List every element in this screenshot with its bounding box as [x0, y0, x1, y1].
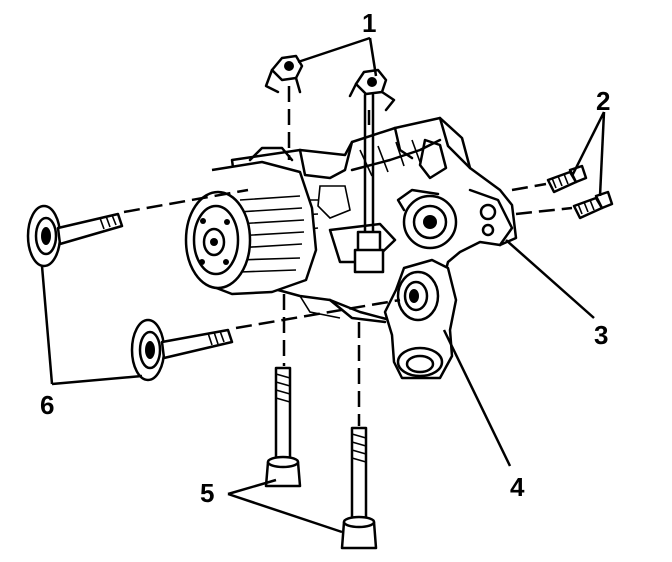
callout-6: 6	[40, 390, 54, 420]
through-bolt-6-upper	[26, 204, 124, 268]
bolt-2-lower	[572, 190, 614, 220]
through-bolt-6-lower	[130, 318, 234, 382]
bolt-2-upper	[546, 164, 588, 194]
leader-lines	[40, 36, 606, 534]
callout-1: 1	[362, 8, 376, 38]
clip-1-left	[264, 54, 304, 94]
vent-tube	[353, 93, 385, 274]
clip-1-right	[348, 68, 396, 112]
alignment-dashes	[123, 86, 573, 426]
callout-5: 5	[200, 478, 214, 508]
vertical-bolt-5-left	[264, 366, 302, 488]
callout-3: 3	[594, 320, 608, 350]
vertical-bolt-5-right	[340, 426, 378, 550]
callout-2: 2	[596, 86, 610, 116]
callout-4: 4	[510, 472, 525, 502]
axle-cover-flange	[184, 146, 318, 296]
